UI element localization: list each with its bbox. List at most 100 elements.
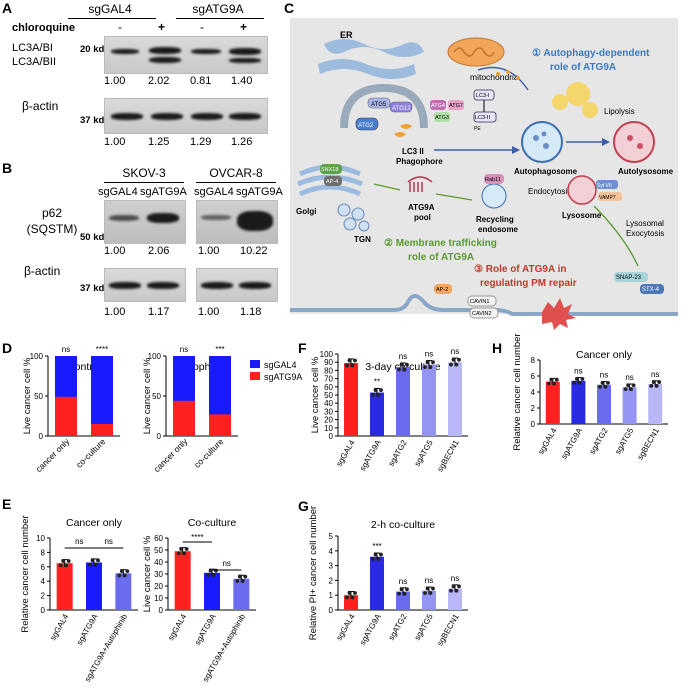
chart-f-dot-3-0 bbox=[423, 365, 427, 370]
chart-g-dot-2-0 bbox=[397, 591, 401, 596]
legend-sggal4-label: sgGAL4 bbox=[264, 360, 297, 370]
chart-h-xlabel-2: sgATG2 bbox=[588, 426, 610, 456]
chart-g-ytick-label-2: 2 bbox=[329, 576, 334, 585]
lysosome-icon bbox=[567, 175, 597, 205]
chart-g-dot-3-1 bbox=[425, 586, 430, 591]
chart-h-title: Cancer only bbox=[576, 349, 633, 361]
exocytosis-text-1: Lysosomal bbox=[626, 219, 664, 228]
chart-h-dot-1-2 bbox=[578, 380, 582, 385]
chart-g-ytick-label-1: 1 bbox=[329, 591, 334, 600]
chart-f-ytick-label-5: 50 bbox=[324, 391, 333, 400]
chart-f-ytick-label-6: 60 bbox=[324, 383, 333, 392]
chart-e-coculture-xlabel-0: sgGAL4 bbox=[166, 612, 189, 642]
chart-e-cancer-only-bar-1 bbox=[86, 562, 102, 610]
chart-d-autophinib-ytick-label-0: 0 bbox=[157, 432, 162, 441]
chart-g-dot-1-1 bbox=[373, 552, 378, 557]
legend-sggal4-swatch bbox=[250, 360, 260, 368]
chart-e-cancer-only-ytick-label-0: 0 bbox=[41, 606, 46, 615]
lc3i-text: LC3-I bbox=[476, 93, 490, 99]
cell-line-line-1 bbox=[104, 182, 184, 183]
autolysosome-text: Autolysosome bbox=[618, 167, 674, 176]
chart-g-dot-0-3 bbox=[353, 591, 357, 595]
treatment-sign-4: + bbox=[240, 20, 248, 34]
er-icon bbox=[318, 39, 424, 79]
chart-h-dot-4-0 bbox=[649, 384, 654, 388]
chart-h-dot-4-3 bbox=[657, 380, 662, 384]
stx4-text: STX-4 bbox=[642, 287, 660, 293]
chart-f-sig-1: ** bbox=[374, 377, 380, 386]
chart-g-sig-4: ns bbox=[451, 574, 459, 583]
chart-h-dot-1-0 bbox=[572, 380, 577, 385]
ratio-b2-2: 1.17 bbox=[148, 306, 170, 318]
chart-f-dot-0-1 bbox=[347, 358, 352, 363]
chart-e-coculture-ytick-label-1: 10 bbox=[154, 594, 163, 603]
chart-f-xlabel-2: sgATG2 bbox=[387, 438, 409, 468]
title-trafficking-2: role of ATG9A bbox=[408, 252, 474, 263]
chart-h-dot-1-1 bbox=[575, 376, 579, 381]
chart-e-cancer-only-dot-1-3 bbox=[96, 558, 100, 563]
chart-g-dot-4-3 bbox=[457, 584, 461, 589]
treatment-sign-3: - bbox=[200, 20, 204, 34]
lane-label-4: sgATG9A bbox=[236, 186, 283, 198]
chart-f-ytick-label-0: 0 bbox=[329, 432, 334, 441]
chart-h-dot-4-1 bbox=[651, 380, 656, 384]
chart-g-dot-4-1 bbox=[451, 584, 456, 589]
lane-label-1: sgGAL4 bbox=[98, 186, 138, 198]
chart-e-cancer-only-dot-0-1 bbox=[61, 559, 66, 563]
chart-f-dot-2-3 bbox=[405, 362, 409, 367]
chart-e-coculture-dot-2-2 bbox=[240, 579, 245, 583]
chart-f-xlabel-1: sgATG9A bbox=[358, 438, 383, 473]
chart-g-xlabel-3: sgATG5 bbox=[413, 612, 435, 642]
chart-f-ytick-label-9: 90 bbox=[324, 358, 333, 367]
lane-label-2: sgATG9A bbox=[140, 186, 187, 198]
protein-label-p62: p62 bbox=[41, 206, 63, 220]
chart-e-coculture-dot-2-1 bbox=[237, 574, 242, 579]
chart-h-dot-3-3 bbox=[631, 383, 636, 388]
chart-e-coculture-dot-2-0 bbox=[235, 579, 240, 583]
chart-f-dot-4-1 bbox=[451, 357, 456, 362]
pool-text-2: pool bbox=[414, 213, 431, 222]
rab11-text: Rab11 bbox=[485, 177, 501, 183]
chart-g-bar-3 bbox=[422, 590, 436, 610]
chart-h-dot-3-2 bbox=[629, 387, 633, 392]
membrane-damage-icon bbox=[542, 298, 576, 330]
chart-d-control-ytick-label-2: 100 bbox=[30, 352, 44, 361]
chart-e-cancer-only-ytick-label-4: 8 bbox=[41, 548, 46, 557]
chart-g-xlabel-2: sgATG2 bbox=[387, 612, 409, 642]
chart-f-dot-0-3 bbox=[353, 358, 357, 363]
chart-e-coculture-dot-0-0 bbox=[176, 551, 181, 556]
ratio-b1-2: 2.06 bbox=[148, 245, 170, 257]
panel-b-label: B bbox=[2, 160, 13, 176]
chart-h-dot-0-1 bbox=[549, 377, 554, 382]
chart-f-dot-2-0 bbox=[397, 367, 401, 372]
ratio-a2-2: 1.25 bbox=[148, 136, 170, 148]
autophagy-diagram: ER mitochondria ATG5 ATG12 ATG2 LC3 II P… bbox=[290, 18, 678, 330]
chart-e-cancer-only-title: Cancer only bbox=[66, 517, 123, 529]
chart-d-autophinib-xlabel-1: co-culture bbox=[192, 436, 226, 470]
endocytosis-text: Endocytosis bbox=[528, 187, 571, 196]
chart-g-ytick-label-5: 5 bbox=[329, 532, 334, 541]
chart-g-ytick-label-3: 3 bbox=[329, 562, 334, 571]
chart-h-dot-2-2 bbox=[603, 384, 608, 389]
chart-e-coculture-dot-1-1 bbox=[208, 568, 213, 573]
chart-f-xlabel-4: sgBECN1 bbox=[435, 438, 461, 473]
cavin1-text: CAVIN1 bbox=[470, 299, 489, 305]
ratio-a1-4: 1.40 bbox=[231, 75, 253, 87]
chart-h-dot-0-3 bbox=[554, 377, 559, 382]
chart-f-bar-0 bbox=[344, 363, 358, 436]
chart-g-dot-1-0 bbox=[371, 557, 375, 561]
chart-g-dot-0-0 bbox=[345, 595, 349, 600]
chart-e-coculture-title: Co-culture bbox=[188, 517, 237, 529]
chart-d-control-bar-sgGAL4-1 bbox=[91, 356, 113, 436]
chart-g-dot-1-2 bbox=[376, 557, 381, 561]
chart-h-bar-3 bbox=[622, 387, 637, 424]
atg4-text: ATG4 bbox=[431, 103, 445, 109]
chart-e-coculture-bar-2 bbox=[233, 578, 250, 610]
chart-e-coculture-dot-1-0 bbox=[206, 573, 210, 577]
lane-label-3: sgGAL4 bbox=[194, 186, 234, 198]
chart-h-ytick-label-4: 8 bbox=[531, 356, 536, 365]
ratio-b1-3: 1.00 bbox=[198, 245, 220, 257]
chart-d-control-sig-0: ns bbox=[62, 345, 70, 354]
